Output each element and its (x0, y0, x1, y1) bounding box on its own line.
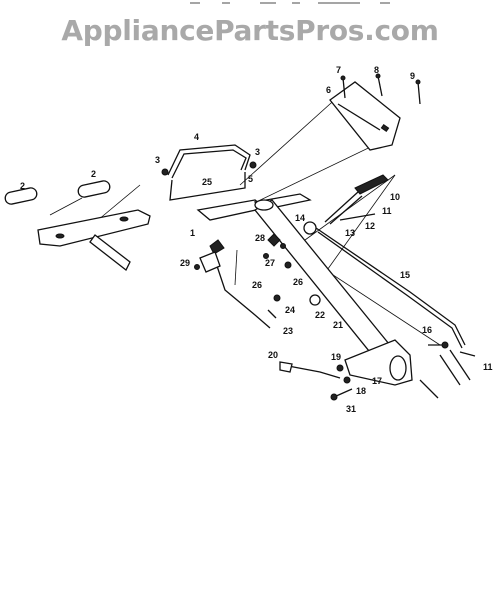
part-label-15: 15 (400, 270, 410, 280)
part-label-7: 7 (336, 65, 341, 75)
part-label-9: 9 (410, 71, 415, 81)
part-label-23: 23 (283, 326, 293, 336)
part-label-31: 31 (346, 404, 356, 414)
part-label-14: 14 (295, 213, 305, 223)
top-bolts (340, 73, 421, 105)
left-handle-grip-assembly (4, 180, 151, 271)
part-label-13: 13 (345, 228, 355, 238)
part-label-18: 18 (356, 386, 366, 396)
part-label-29: 29 (180, 258, 190, 268)
part-label-21: 21 (333, 320, 343, 330)
part-label-2: 2 (91, 169, 96, 179)
part-label-6: 6 (326, 85, 331, 95)
part-label-26: 26 (293, 277, 303, 287)
part-label-4: 4 (194, 132, 199, 142)
lower-mount-plate (344, 339, 413, 386)
part-label-10: 10 (390, 192, 400, 202)
part-label-20: 20 (268, 350, 278, 360)
part-label-27: 27 (265, 258, 275, 268)
exploded-guide-lines (49, 94, 441, 346)
part-label-19: 19 (331, 352, 341, 362)
part-label-26: 26 (252, 280, 262, 290)
mounting-bracket (196, 193, 312, 221)
lower-frame-partial (419, 349, 471, 399)
small-hardware (161, 161, 476, 401)
part-label-2: 2 (20, 181, 25, 191)
part-label-12: 12 (365, 221, 375, 231)
part-label-22: 22 (315, 310, 325, 320)
part-label-17: 17 (372, 376, 382, 386)
upper-handle-bar (167, 144, 251, 201)
part-label-11: 11 (483, 362, 493, 372)
part-label-1: 1 (190, 228, 195, 238)
part-label-24: 24 (285, 305, 295, 315)
part-labels: 1 2 2 3 3 4 5 6 7 8 9 10 11 11 12 13 14 … (20, 65, 493, 414)
part-label-28: 28 (255, 233, 265, 243)
part-label-5: 5 (248, 174, 253, 184)
control-cables (214, 227, 466, 379)
part-label-11: 11 (382, 206, 392, 216)
part-label-16: 16 (422, 325, 432, 335)
main-handle-tube (254, 199, 403, 373)
part-label-3: 3 (155, 155, 160, 165)
part-label-3: 3 (255, 147, 260, 157)
control-lever (303, 174, 389, 235)
part-label-25: 25 (202, 177, 212, 187)
part-label-8: 8 (374, 65, 379, 75)
console-plate (329, 81, 401, 151)
watermark: AppliancePartsPros.com (61, 14, 439, 47)
